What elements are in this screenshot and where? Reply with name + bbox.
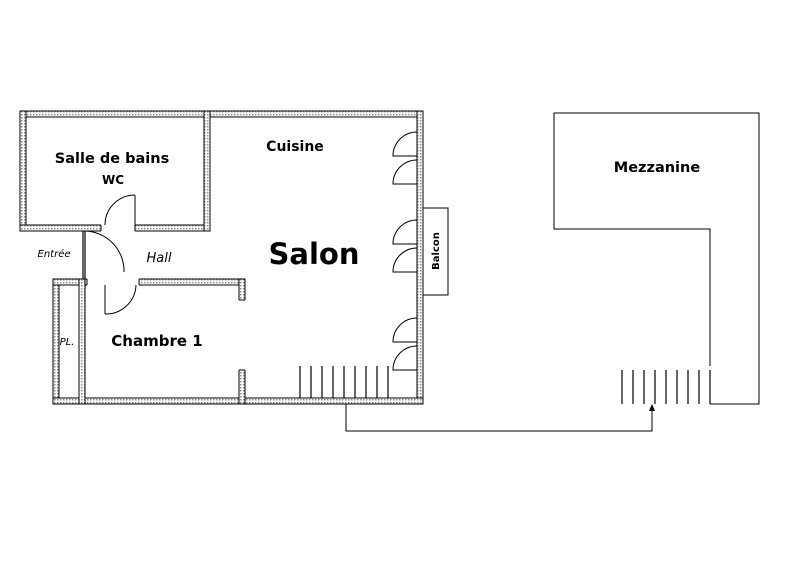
stairs-connector-arrow bbox=[345, 404, 653, 432]
label-salle-de-bains: Salle de bains bbox=[55, 151, 169, 167]
window-2 bbox=[392, 219, 418, 273]
label-entree: Entrée bbox=[38, 248, 71, 260]
label-mezzanine: Mezzanine bbox=[614, 160, 701, 176]
label-chambre-1: Chambre 1 bbox=[111, 332, 202, 350]
opening-edges bbox=[86, 225, 245, 371]
stairs-upper bbox=[621, 370, 711, 404]
bedroom-door bbox=[104, 284, 137, 315]
doors bbox=[84, 131, 418, 371]
label-salon: Salon bbox=[269, 237, 360, 271]
mezzanine-outline bbox=[553, 112, 760, 405]
label-balcon: Balcon bbox=[431, 232, 442, 270]
label-placard: PL. bbox=[60, 337, 75, 348]
arrow-head bbox=[649, 404, 655, 411]
label-cuisine: Cuisine bbox=[266, 139, 324, 155]
stairs-lower bbox=[299, 366, 389, 398]
window-3 bbox=[392, 317, 418, 371]
wall-openings bbox=[87, 224, 246, 370]
entrance-door bbox=[84, 230, 125, 273]
window-1 bbox=[392, 131, 418, 185]
exterior-walls bbox=[19, 110, 424, 405]
balcony bbox=[422, 207, 449, 296]
label-hall: Hall bbox=[147, 251, 172, 266]
wc-door bbox=[104, 194, 136, 226]
label-wc: WC bbox=[102, 173, 124, 187]
